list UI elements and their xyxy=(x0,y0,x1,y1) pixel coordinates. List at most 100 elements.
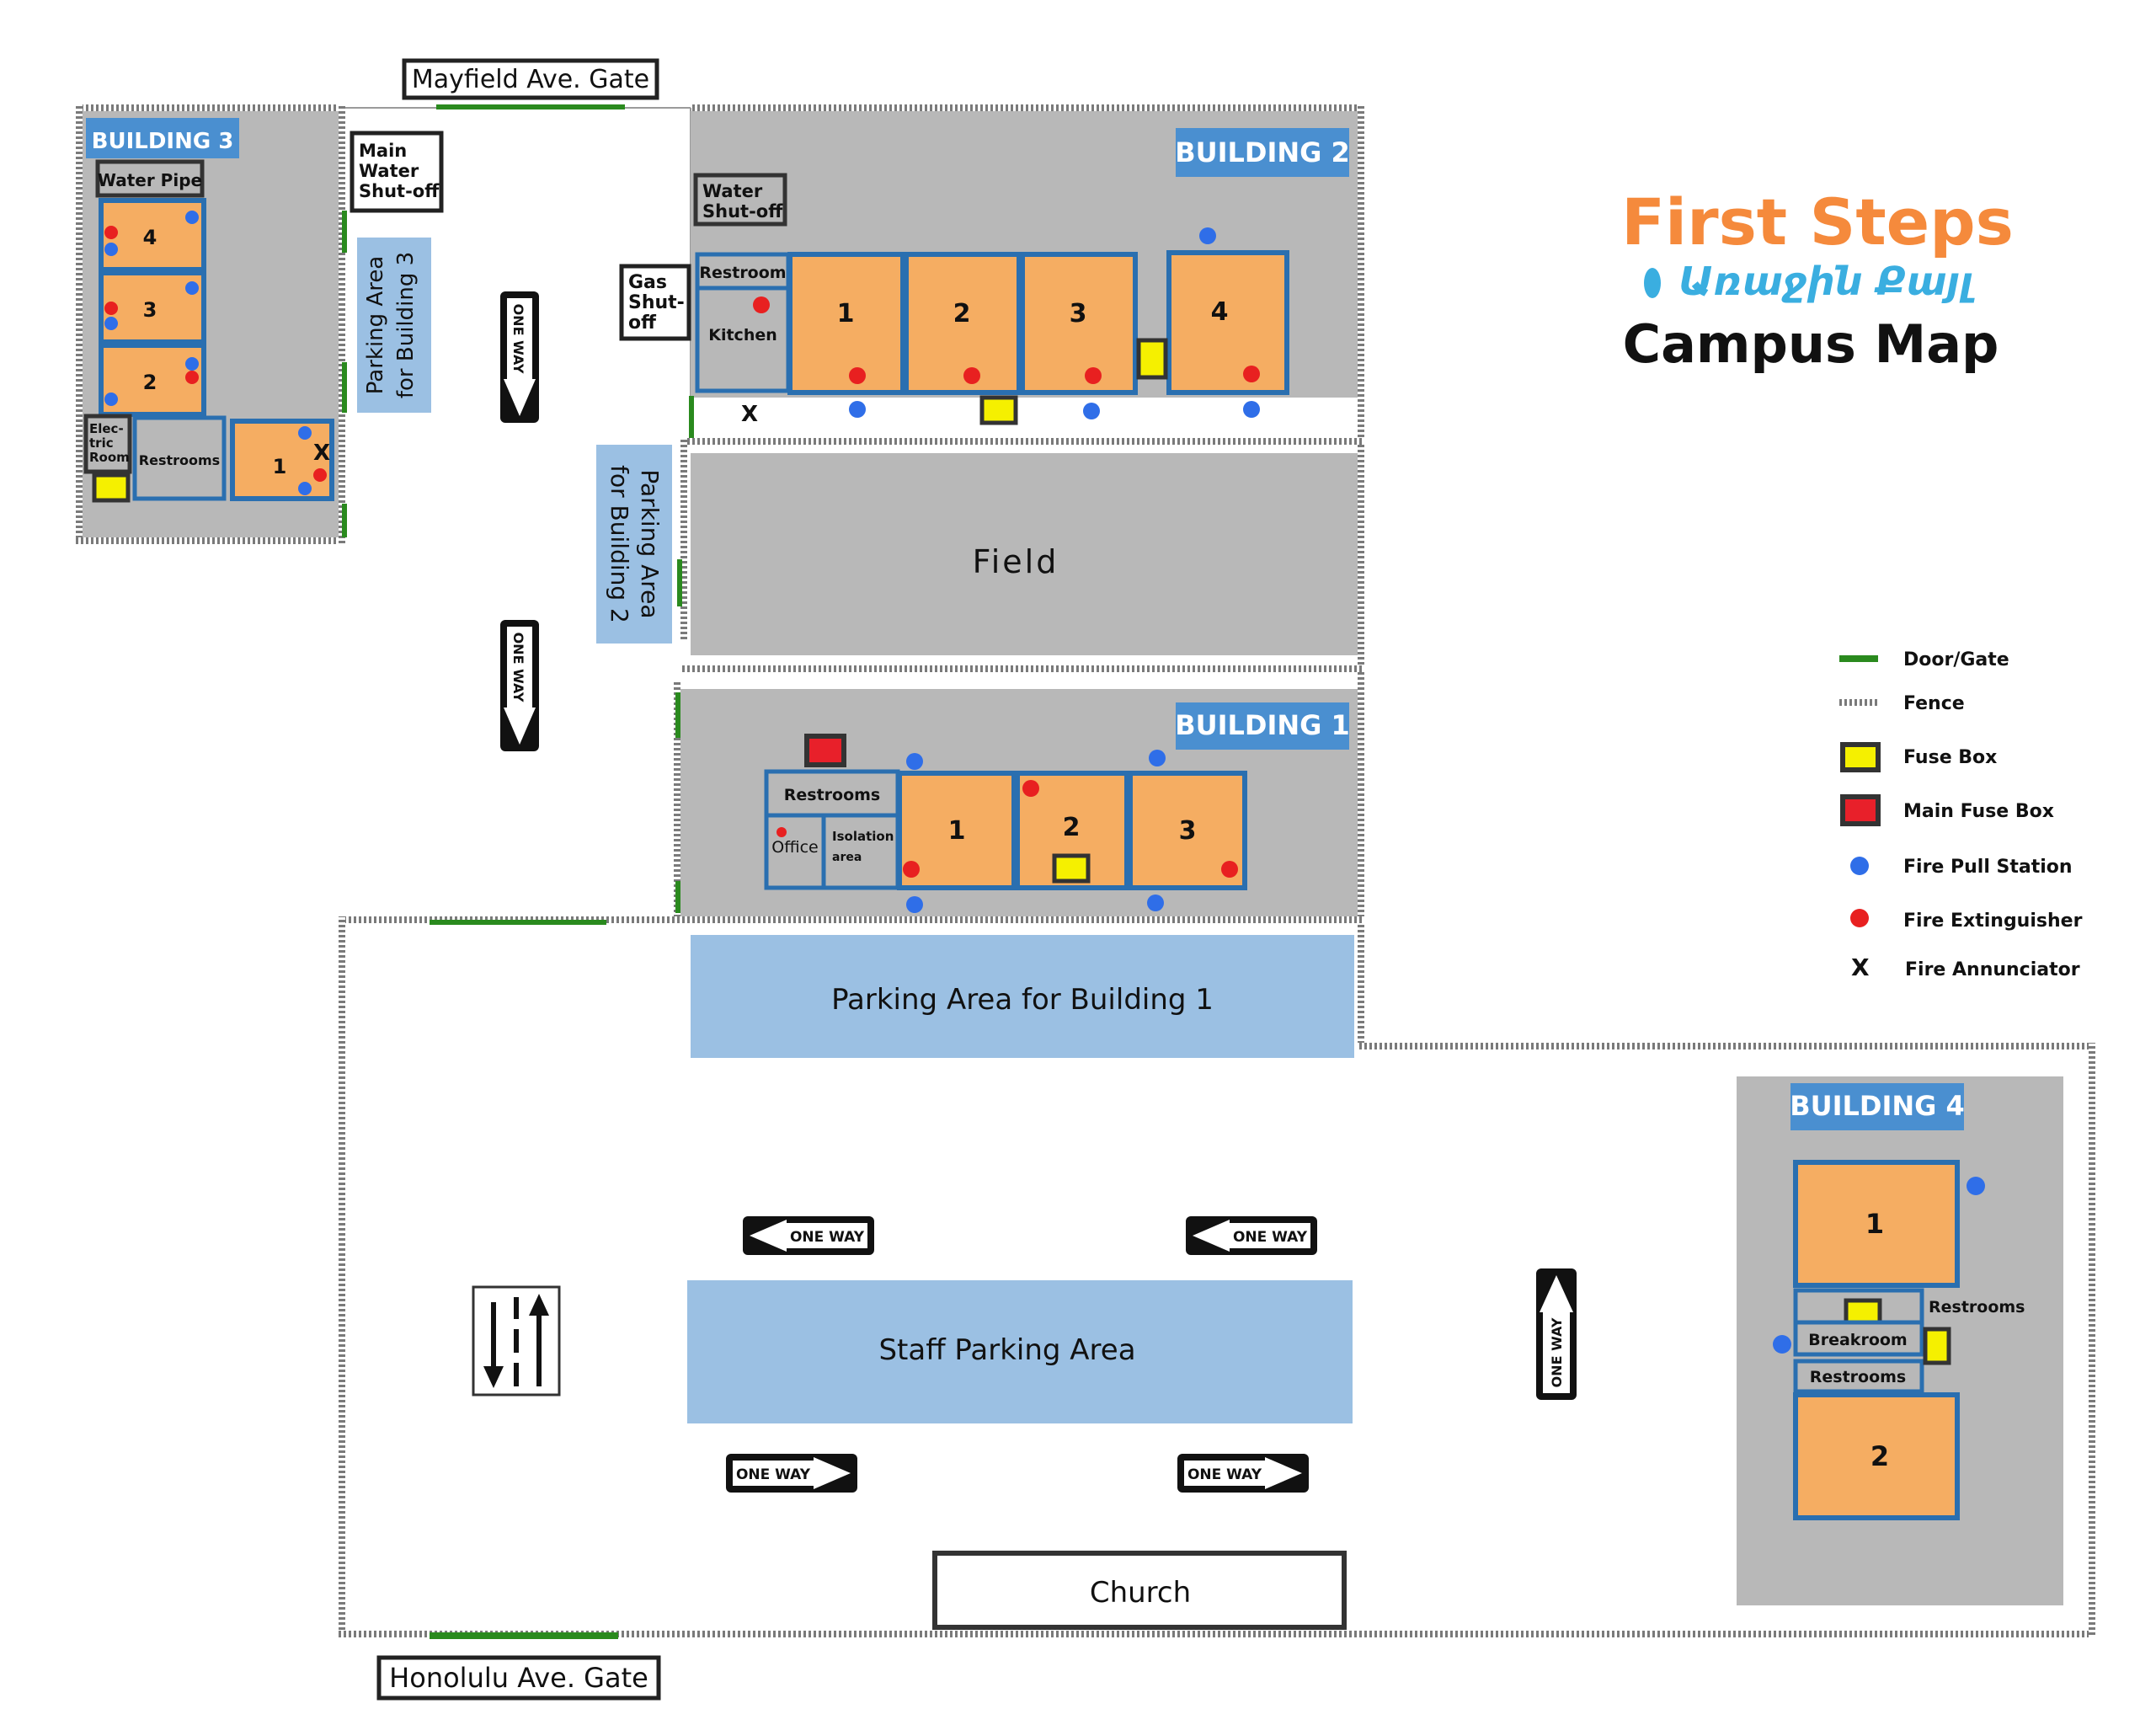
legend: Door/Gate Fence Fuse Box Main Fuse Box F… xyxy=(1839,649,2083,981)
building-2-label: BUILDING 2 xyxy=(1175,136,1350,168)
b2-restroom-label: Restroom xyxy=(699,264,786,282)
svg-text:Gas: Gas xyxy=(628,272,667,293)
b3-annunciator: X xyxy=(313,441,330,466)
svg-text:ONE WAY: ONE WAY xyxy=(790,1229,865,1246)
honolulu-gate-door xyxy=(430,1632,618,1639)
main-water-shutoff: Main Water Shut-off xyxy=(350,131,444,213)
b1-isolation-label-2: area xyxy=(832,851,862,864)
svg-text:ONE WAY: ONE WAY xyxy=(736,1466,811,1483)
field: Field xyxy=(677,445,1358,665)
b3-room-2: 2 xyxy=(143,371,157,394)
building-1-label: BUILDING 1 xyxy=(1175,709,1350,741)
b2-room-4: 4 xyxy=(1211,297,1229,327)
b3-room-3: 3 xyxy=(143,298,157,322)
legend-extinguisher-swatch xyxy=(1850,909,1869,927)
b4-room-1: 1 xyxy=(1865,1208,1884,1240)
legend-fence-label: Fence xyxy=(1903,693,1965,714)
church: Church xyxy=(932,1551,1347,1630)
b2-kitchen-label: Kitchen xyxy=(708,326,777,344)
svg-text:Parking Area: Parking Area xyxy=(636,469,664,618)
field-label: Field xyxy=(973,543,1059,580)
building-1: BUILDING 1 Restrooms Office Isolation ar… xyxy=(675,689,1358,916)
one-way-sign-left-1: ONE WAY xyxy=(743,1216,874,1255)
legend-door-label: Door/Gate xyxy=(1903,649,2009,670)
svg-text:Parking Area for Building 1: Parking Area for Building 1 xyxy=(831,983,1214,1017)
gas-shutoff: Gas Shut- off xyxy=(619,264,691,341)
b1-room-3: 3 xyxy=(1179,816,1197,846)
svg-text:Water: Water xyxy=(702,181,763,201)
building-4: BUILDING 4 1 Breakroom Restrooms Restroo… xyxy=(1737,1076,2063,1605)
b2-annunciator: X xyxy=(741,402,758,427)
svg-text:Staff Parking Area: Staff Parking Area xyxy=(878,1333,1135,1367)
svg-text:ONE WAY: ONE WAY xyxy=(510,304,526,374)
svg-text:for Building 3: for Building 3 xyxy=(393,252,419,398)
b3-restrooms-label: Restrooms xyxy=(139,452,220,468)
one-way-sign-up: ONE WAY xyxy=(1536,1268,1577,1400)
svg-text:ONE WAY: ONE WAY xyxy=(1233,1229,1308,1246)
svg-text:Shut-off: Shut-off xyxy=(359,181,440,201)
svg-text:Shut-: Shut- xyxy=(628,292,685,313)
building-3: BUILDING 3 Water Pipe 4 3 2 Elec- tric R… xyxy=(83,111,339,537)
b1-office-label: Office xyxy=(771,838,818,857)
svg-text:ONE WAY: ONE WAY xyxy=(510,633,526,702)
b1-room-2: 2 xyxy=(1063,813,1081,842)
electric-room-line3: Room xyxy=(89,450,130,465)
b3-doors xyxy=(342,211,347,537)
svg-text:for Building 2: for Building 2 xyxy=(606,465,633,623)
b2-room-2: 2 xyxy=(953,299,971,328)
mayfield-gate-door xyxy=(436,104,625,109)
first-steps-logo: First Steps Առաջին Քայլ Campus Map xyxy=(1621,184,2014,375)
one-way-sign-down-1: ONE WAY xyxy=(500,291,539,423)
legend-annunciator-label: Fire Annunciator xyxy=(1905,959,2080,980)
svg-text:Parking Area: Parking Area xyxy=(363,256,388,395)
inner-gate-door xyxy=(430,920,606,925)
b2-fuse-box-a xyxy=(1136,338,1168,380)
b4-breakroom-label: Breakroom xyxy=(1808,1331,1907,1349)
electric-room-line2: tric xyxy=(89,435,114,451)
legend-fuse-label: Fuse Box xyxy=(1903,747,1997,768)
honolulu-gate: Honolulu Ave. Gate xyxy=(376,1655,661,1701)
electric-room-line1: Elec- xyxy=(89,421,124,436)
legend-fuse-swatch xyxy=(1840,742,1881,772)
legend-main-fuse-swatch xyxy=(1840,794,1881,826)
b1-isolation-label-1: Isolation xyxy=(832,829,894,844)
b4-restrooms-lower-label: Restrooms xyxy=(1810,1368,1907,1386)
two-way-traffic-sign xyxy=(472,1285,561,1397)
legend-door-swatch xyxy=(1839,655,1878,662)
b2-fuse-box-b xyxy=(979,395,1018,425)
staff-parking: Staff Parking Area xyxy=(687,1280,1353,1423)
parking-building-1: Parking Area for Building 1 xyxy=(691,935,1354,1058)
legend-pull-station-label: Fire Pull Station xyxy=(1903,857,2073,878)
b4-fuse-box-a xyxy=(1844,1298,1882,1325)
b1-room-1: 1 xyxy=(948,816,966,846)
b2-room-1: 1 xyxy=(837,299,855,328)
building-4-label: BUILDING 4 xyxy=(1790,1090,1965,1122)
svg-text:Water: Water xyxy=(359,161,419,181)
logo-line1: First Steps xyxy=(1621,184,2014,259)
legend-annunciator-swatch: X xyxy=(1851,953,1870,981)
svg-text:ONE WAY: ONE WAY xyxy=(1187,1466,1262,1483)
one-way-sign-right-2: ONE WAY xyxy=(1177,1454,1309,1493)
svg-text:Main: Main xyxy=(359,141,407,161)
building-3-label: BUILDING 3 xyxy=(92,129,234,154)
logo-line2: Առաջին Քայլ xyxy=(1678,259,1975,304)
one-way-sign-down-2: ONE WAY xyxy=(500,620,539,751)
svg-text:Shut-off: Shut-off xyxy=(702,201,783,222)
legend-main-fuse-label: Main Fuse Box xyxy=(1903,801,2054,822)
b3-room-1: 1 xyxy=(273,455,287,478)
b1-fuse-box xyxy=(1052,853,1091,884)
legend-fence-swatch xyxy=(1839,699,1878,706)
logo-title: Campus Map xyxy=(1623,313,1999,375)
mayfield-gate-label: Mayfield Ave. Gate xyxy=(412,65,649,94)
b4-fuse-box-b xyxy=(1923,1327,1951,1365)
building-2: BUILDING 2 Water Shut-off Restroom Kitch… xyxy=(689,111,1358,438)
b1-restrooms-label: Restrooms xyxy=(784,786,881,804)
b1-main-fuse-box xyxy=(804,734,846,767)
svg-text:Church: Church xyxy=(1090,1576,1191,1610)
parking-building-3: Parking Area for Building 3 xyxy=(357,238,431,413)
footprint-icon xyxy=(1644,268,1661,298)
parking-building-2: Parking Area for Building 2 xyxy=(596,445,672,644)
honolulu-gate-label: Honolulu Ave. Gate xyxy=(389,1662,648,1694)
b4-room-2: 2 xyxy=(1870,1440,1889,1472)
